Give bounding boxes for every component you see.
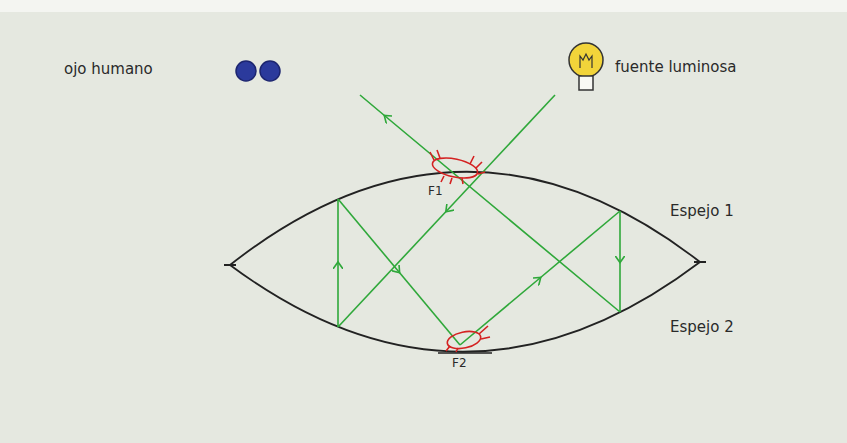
light-ray <box>338 95 620 345</box>
paper-edge <box>0 0 847 12</box>
focus-line <box>438 352 492 354</box>
part-label: Espejo 1 <box>668 202 736 220</box>
eye-symbol <box>236 61 280 81</box>
part-label: Espejo 2 <box>668 318 736 336</box>
focus-label: F2 <box>450 356 469 370</box>
bulb-symbol <box>569 43 603 90</box>
mirror-arc <box>230 172 700 265</box>
mirror-tick <box>224 262 706 265</box>
focus-label: F1 <box>426 184 445 198</box>
mirror-arc <box>230 262 700 352</box>
part-label: ojo humano <box>62 60 155 78</box>
object-figure <box>430 150 485 184</box>
part-label: fuente luminosa <box>613 58 739 76</box>
image-figure <box>446 326 490 352</box>
